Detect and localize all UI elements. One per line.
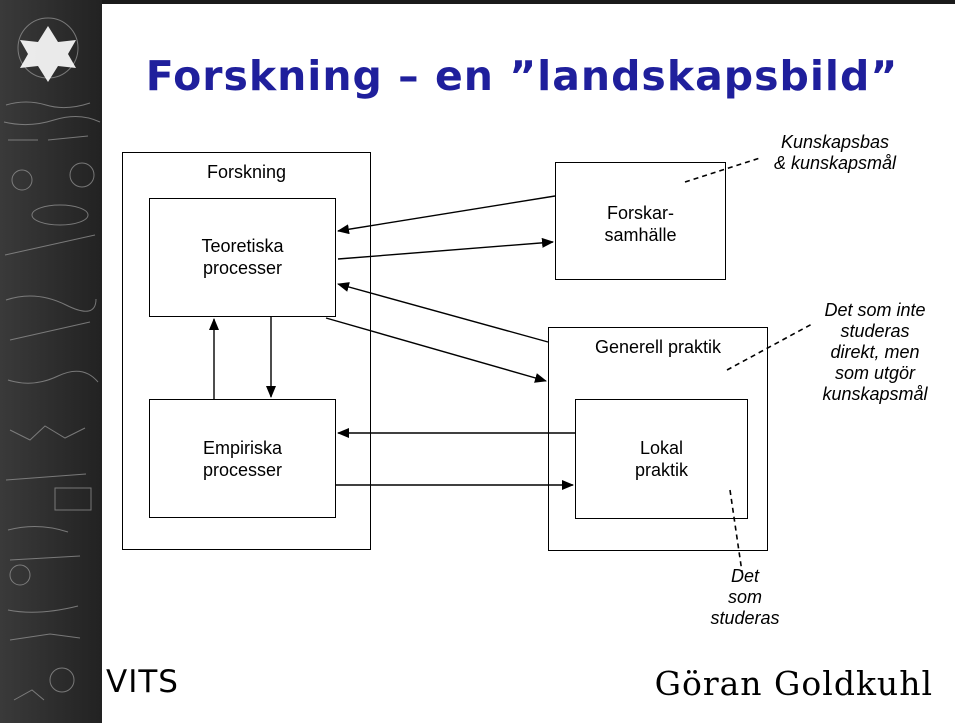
generell-praktik-label: Generell praktik [594,337,722,357]
teoretiska-processer-box [149,198,336,317]
forskning-label: Forskning [206,162,287,182]
chalkboard-sidebar [0,0,102,723]
footer-vits: VITS [106,664,179,700]
chalkboard-scribbles-image [0,0,102,723]
footer-author: Göran Goldkuhl [654,664,933,703]
lokal-praktik-box [575,399,748,519]
slide-title: Forskning – en ”landskapsbild” [145,52,899,100]
forskarsamhalle-label: Forskar-samhälle [604,203,677,245]
top-border [0,0,955,4]
empiriska-processer-box [149,399,336,518]
note-kunskapsbas: Kunskapsbas& kunskapsmål [773,132,897,173]
